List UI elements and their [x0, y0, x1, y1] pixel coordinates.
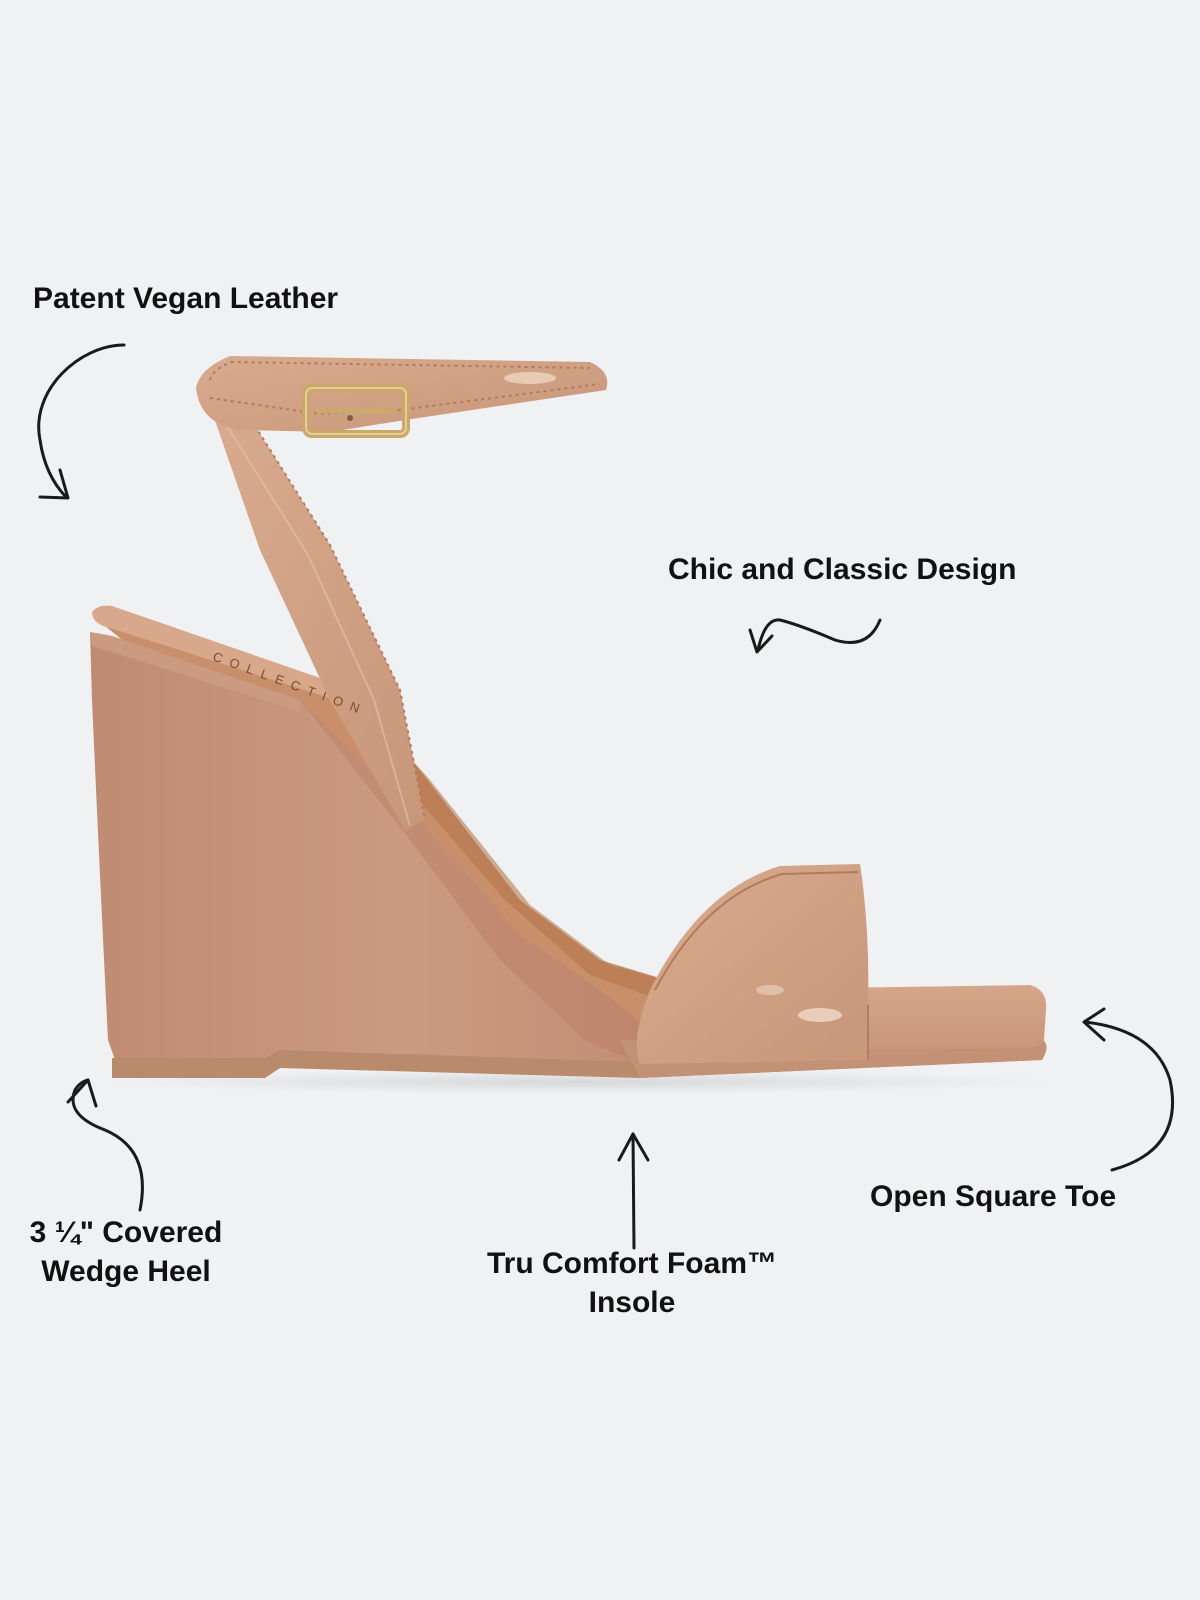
curved-arrow-icon: [66, 1078, 144, 1212]
callout-chic-classic-design: Chic and Classic Design: [668, 550, 1016, 589]
callout-text-line-2: Insole: [588, 1286, 676, 1319]
callout-tru-comfort-insole: Tru Comfort Foam™ Insole: [470, 1244, 794, 1322]
squiggle-arrow-icon: [748, 618, 882, 654]
callout-open-square-toe: Open Square Toe: [870, 1177, 1116, 1216]
shoe-shadow: [100, 1070, 1060, 1094]
straight-arrow-icon: [617, 1132, 650, 1250]
buckle: [302, 384, 410, 438]
curved-arrow-icon: [37, 343, 126, 500]
insole: [95, 606, 1040, 1055]
callout-text-line-1: 3 ¼" Covered: [29, 1216, 223, 1249]
callout-text: Open Square Toe: [870, 1180, 1117, 1213]
heel-sole: [112, 1050, 1040, 1078]
callout-covered-wedge-heel: 3 ¼" Covered Wedge Heel: [14, 1213, 238, 1291]
callout-text: Chic and Classic Design: [668, 553, 1017, 586]
callout-text: Patent Vegan Leather: [33, 282, 339, 315]
heel-footbed-edge: [92, 605, 355, 705]
callout-patent-vegan-leather: Patent Vegan Leather: [33, 279, 338, 318]
quarter-strap: [212, 402, 425, 830]
callout-text-line-2: Wedge Heel: [41, 1255, 211, 1288]
curved-arrow-icon: [1082, 1007, 1175, 1172]
ankle-strap: [196, 356, 608, 432]
callout-text-line-1: Tru Comfort Foam™: [487, 1247, 777, 1280]
